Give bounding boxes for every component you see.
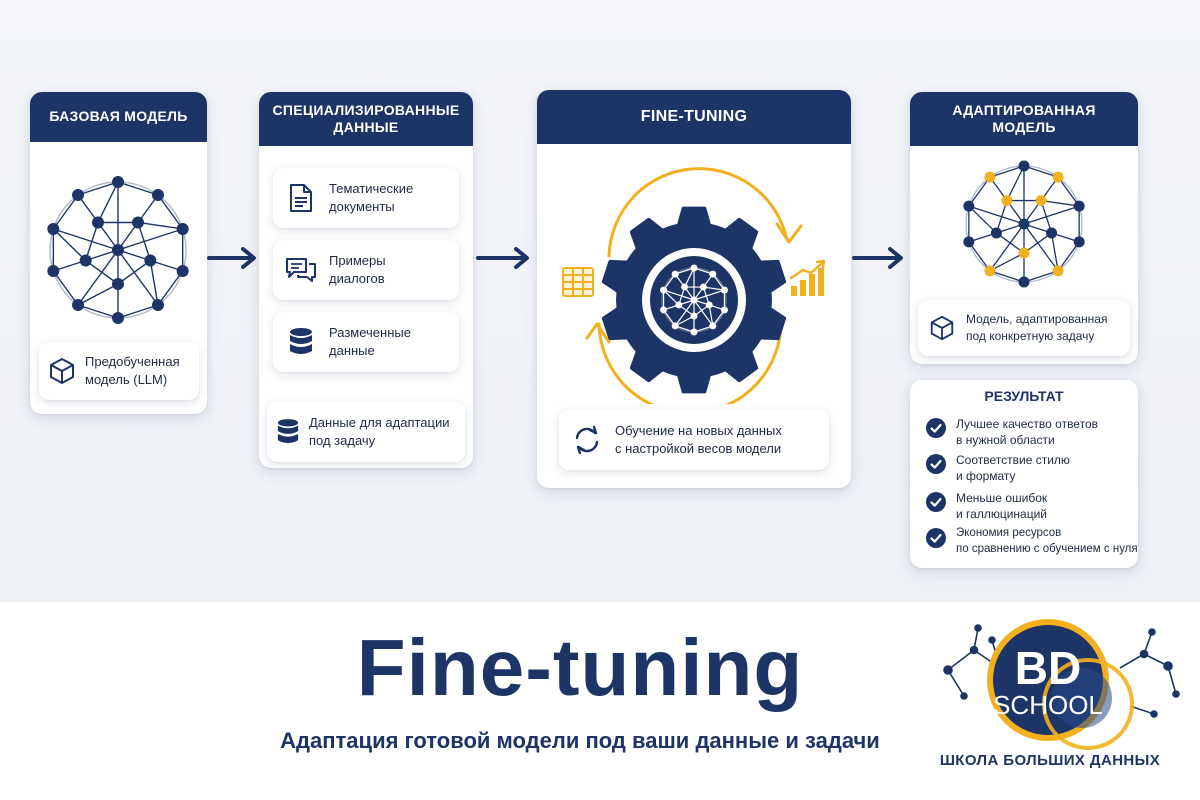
adapted-model-tile: Модель, адаптированная под конкретную за… xyxy=(918,300,1130,356)
chat-icon xyxy=(273,255,329,285)
result-item-label: Меньше ошибок и галлюцинаций xyxy=(956,491,1048,522)
result-title: РЕЗУЛЬТАТ xyxy=(984,388,1064,404)
check-circle-icon xyxy=(926,418,946,438)
fine-tuning-illustration xyxy=(562,167,826,404)
data-item-label: Размеченные данные xyxy=(329,324,411,358)
base-model-card: БАЗОВАЯ МОДЕЛЬ Предобученная модель (LLM… xyxy=(30,92,207,414)
specialized-data-card: СПЕЦИАЛИЗИРОВАННЫЕ ДАННЫЕ Тематические д… xyxy=(259,92,473,468)
check-circle-icon xyxy=(926,492,946,512)
data-for-adaptation-tile: Данные для адаптации под задачу xyxy=(267,402,465,462)
document-icon xyxy=(273,183,329,213)
base-model-title: БАЗОВАЯ МОДЕЛЬ xyxy=(30,92,207,142)
training-caption-label: Обучение на новых данных с настройкой ве… xyxy=(615,422,782,456)
data-item-dialogs: Примеры диалогов xyxy=(273,240,459,300)
pretrained-model-label: Предобученная модель (LLM) xyxy=(85,353,180,387)
cube-icon xyxy=(39,356,85,386)
logo-line2: SCHOOL xyxy=(993,690,1103,720)
data-item-label: Примеры диалогов xyxy=(329,252,386,286)
result-item: Меньше ошибок и галлюцинаций xyxy=(926,490,1047,522)
result-item-label: Соответствие стилю и формату xyxy=(956,453,1070,484)
logo-line1: BD xyxy=(1015,642,1081,694)
arrow-right-icon xyxy=(207,247,256,269)
data-for-adaptation-label: Данные для адаптации под задачу xyxy=(309,414,450,448)
subtitle: Адаптация готовой модели под ваши данные… xyxy=(280,728,880,753)
adapted-model-title: АДАПТИРОВАННАЯ МОДЕЛЬ xyxy=(910,92,1138,146)
result-item: Лучшее качество ответов в нужной области xyxy=(926,416,1098,448)
adapted-model-card: АДАПТИРОВАННАЯ МОДЕЛЬ Модель, адаптирова… xyxy=(910,92,1138,364)
training-caption-tile: Обучение на новых данных с настройкой ве… xyxy=(559,410,829,470)
logo-caption: ШКОЛА БОЛЬШИХ ДАННЫХ xyxy=(939,752,1161,769)
arrow-right-icon xyxy=(852,247,903,269)
main-title: Fine-tuning xyxy=(356,623,804,712)
result-item-label: Экономия ресурсов по сравнению с обучени… xyxy=(956,527,1138,555)
check-circle-icon xyxy=(926,528,946,548)
fine-tuning-title: FINE-TUNING xyxy=(537,90,851,144)
data-item-documents: Тематические документы xyxy=(273,168,459,228)
result-card: РЕЗУЛЬТАТ Лучшее качество ответов в нужн… xyxy=(910,380,1138,568)
check-circle-icon xyxy=(926,454,946,474)
refresh-icon xyxy=(559,425,615,455)
adapted-model-label: Модель, адаптированная под конкретную за… xyxy=(966,312,1108,343)
table-icon xyxy=(562,267,594,297)
bar-chart-icon xyxy=(789,259,826,296)
database-icon xyxy=(273,327,329,357)
result-item: Экономия ресурсов по сравнению с обучени… xyxy=(926,526,1138,557)
result-item-label: Лучшее качество ответов в нужной области xyxy=(956,417,1098,448)
cube-icon xyxy=(918,314,966,342)
neural-network-icon xyxy=(47,176,189,324)
adapted-network-icon xyxy=(963,160,1085,288)
database-icon xyxy=(267,417,309,447)
pretrained-model-tile: Предобученная модель (LLM) xyxy=(39,342,199,400)
data-item-labeled: Размеченные данные xyxy=(273,312,459,372)
data-item-label: Тематические документы xyxy=(329,180,414,214)
result-item: Соответствие стилю и формату xyxy=(926,452,1070,484)
arrow-right-icon xyxy=(476,247,529,269)
refresh-cycle-icon xyxy=(585,167,803,404)
specialized-data-title: СПЕЦИАЛИЗИРОВАННЫЕ ДАННЫЕ xyxy=(259,92,473,146)
fine-tuning-card: FINE-TUNING xyxy=(537,90,851,488)
bd-school-logo: BD SCHOOL xyxy=(943,619,1180,750)
